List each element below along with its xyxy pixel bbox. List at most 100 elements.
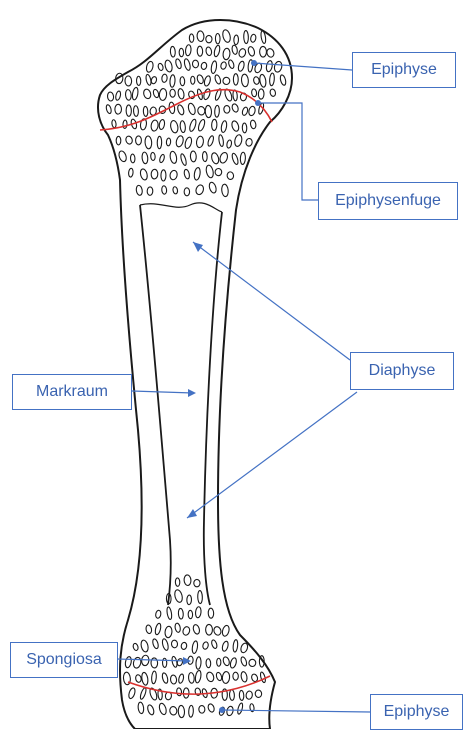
callout-line-diaphyse-lower [187, 392, 357, 518]
spongiosa-cell [211, 119, 217, 130]
spongiosa-cell [196, 136, 204, 148]
spongiosa-cell [125, 135, 133, 144]
spongiosa-cell [143, 106, 148, 116]
spongiosa-cell [175, 58, 183, 69]
spongiosa-cell [201, 62, 208, 70]
spongiosa-cell [233, 672, 239, 680]
spongiosa-cell [250, 34, 256, 43]
marrow-top-edge [140, 203, 222, 212]
spongiosa-cell [273, 61, 282, 73]
spongiosa-cell [203, 75, 211, 86]
callout-line-markraum [132, 391, 193, 393]
spongiosa-cell [229, 690, 234, 701]
spongiosa-cell [231, 103, 239, 113]
spongiosa-cell [192, 624, 200, 635]
spongiosa-cell [150, 76, 157, 84]
spongiosa-cell [170, 46, 176, 57]
callout-line-epiphyse-top [254, 63, 352, 70]
spongiosa-cell [214, 74, 222, 84]
spongiosa-cell [205, 105, 212, 118]
spongiosa-cell [241, 74, 249, 87]
spongiosa-cell [195, 606, 202, 618]
arrowhead-diaphyse-upper [193, 242, 203, 252]
spongiosa-cell [175, 578, 180, 587]
spongiosa-cell [205, 164, 214, 178]
spongiosa-cell [211, 639, 218, 649]
spongiosa-cell [231, 45, 238, 55]
spongiosa-top-pattern [105, 29, 286, 197]
spongiosa-cell [237, 61, 245, 72]
spongiosa-cell [164, 59, 173, 72]
arrowhead-markraum [188, 389, 196, 397]
spongiosa-cell [187, 102, 196, 115]
spongiosa-cell [162, 658, 166, 667]
spongiosa-cell [161, 638, 169, 651]
spongiosa-cell [147, 187, 153, 196]
callout-dot-epiphyse-bottom [219, 707, 225, 713]
spongiosa-cell [206, 671, 215, 682]
spongiosa-cell [169, 151, 177, 164]
spongiosa-cell [240, 642, 249, 653]
spongiosa-cell [152, 89, 159, 98]
spongiosa-cell [180, 77, 185, 86]
spongiosa-cell [237, 703, 244, 715]
spongiosa-cell [195, 184, 205, 196]
spongiosa-cell [214, 105, 219, 117]
spongiosa-cell [217, 658, 221, 666]
spongiosa-cell [151, 658, 158, 668]
label-epiphyse-top: Epiphyse [352, 52, 456, 88]
spongiosa-cell [150, 152, 155, 160]
spongiosa-cell [213, 45, 220, 57]
spongiosa-cell [260, 46, 267, 57]
spongiosa-cell [183, 169, 190, 179]
spongiosa-cell [165, 626, 173, 638]
spongiosa-cell [154, 623, 161, 635]
spongiosa-cell [189, 119, 198, 133]
spongiosa-cell [147, 704, 155, 715]
spongiosa-cell [157, 63, 164, 71]
spongiosa-cell [159, 119, 166, 130]
spongiosa-cell [145, 61, 154, 73]
spongiosa-cell [136, 185, 143, 196]
spongiosa-cell [231, 153, 239, 165]
spongiosa-cell [198, 590, 203, 603]
spongiosa-cell [177, 104, 185, 115]
spongiosa-cell [206, 35, 212, 42]
spongiosa-cell [207, 703, 215, 713]
spongiosa-cell [172, 186, 178, 194]
spongiosa-cell [223, 77, 230, 84]
spongiosa-cell [197, 119, 206, 132]
spongiosa-cell [190, 151, 196, 162]
spongiosa-cell [166, 138, 171, 146]
spongiosa-cell [260, 672, 267, 683]
spongiosa-cell [136, 136, 142, 145]
spongiosa-cell [171, 640, 178, 648]
spongiosa-cell [145, 625, 152, 634]
spongiosa-cell [115, 104, 122, 114]
callout-line-epiphyse-bottom [222, 710, 370, 712]
spongiosa-cell [207, 135, 215, 147]
spongiosa-cell [192, 60, 199, 68]
spongiosa-cell [161, 186, 167, 195]
spongiosa-cell [227, 172, 234, 180]
spongiosa-cell [222, 671, 230, 683]
spongiosa-cell [224, 105, 230, 113]
spongiosa-cell [220, 61, 227, 69]
callout-dot-epiphyse-top [251, 60, 257, 66]
spongiosa-cell [249, 659, 256, 666]
spongiosa-cell [170, 89, 176, 97]
spongiosa-cell [170, 120, 179, 134]
spongiosa-cell [197, 46, 203, 56]
spongiosa-cell [169, 706, 177, 715]
spongiosa-cell [125, 89, 132, 100]
spongiosa-cell [188, 672, 195, 683]
callout-line-spongiosa [117, 659, 188, 661]
spongiosa-cell [173, 589, 183, 603]
spongiosa-cell [142, 152, 149, 164]
spongiosa-cell [179, 48, 184, 57]
spongiosa-cell [215, 33, 220, 43]
spongiosa-cell [255, 690, 262, 698]
spongiosa-cell [206, 624, 213, 635]
spongiosa-cell [240, 656, 248, 666]
spongiosa-cell [208, 608, 214, 618]
